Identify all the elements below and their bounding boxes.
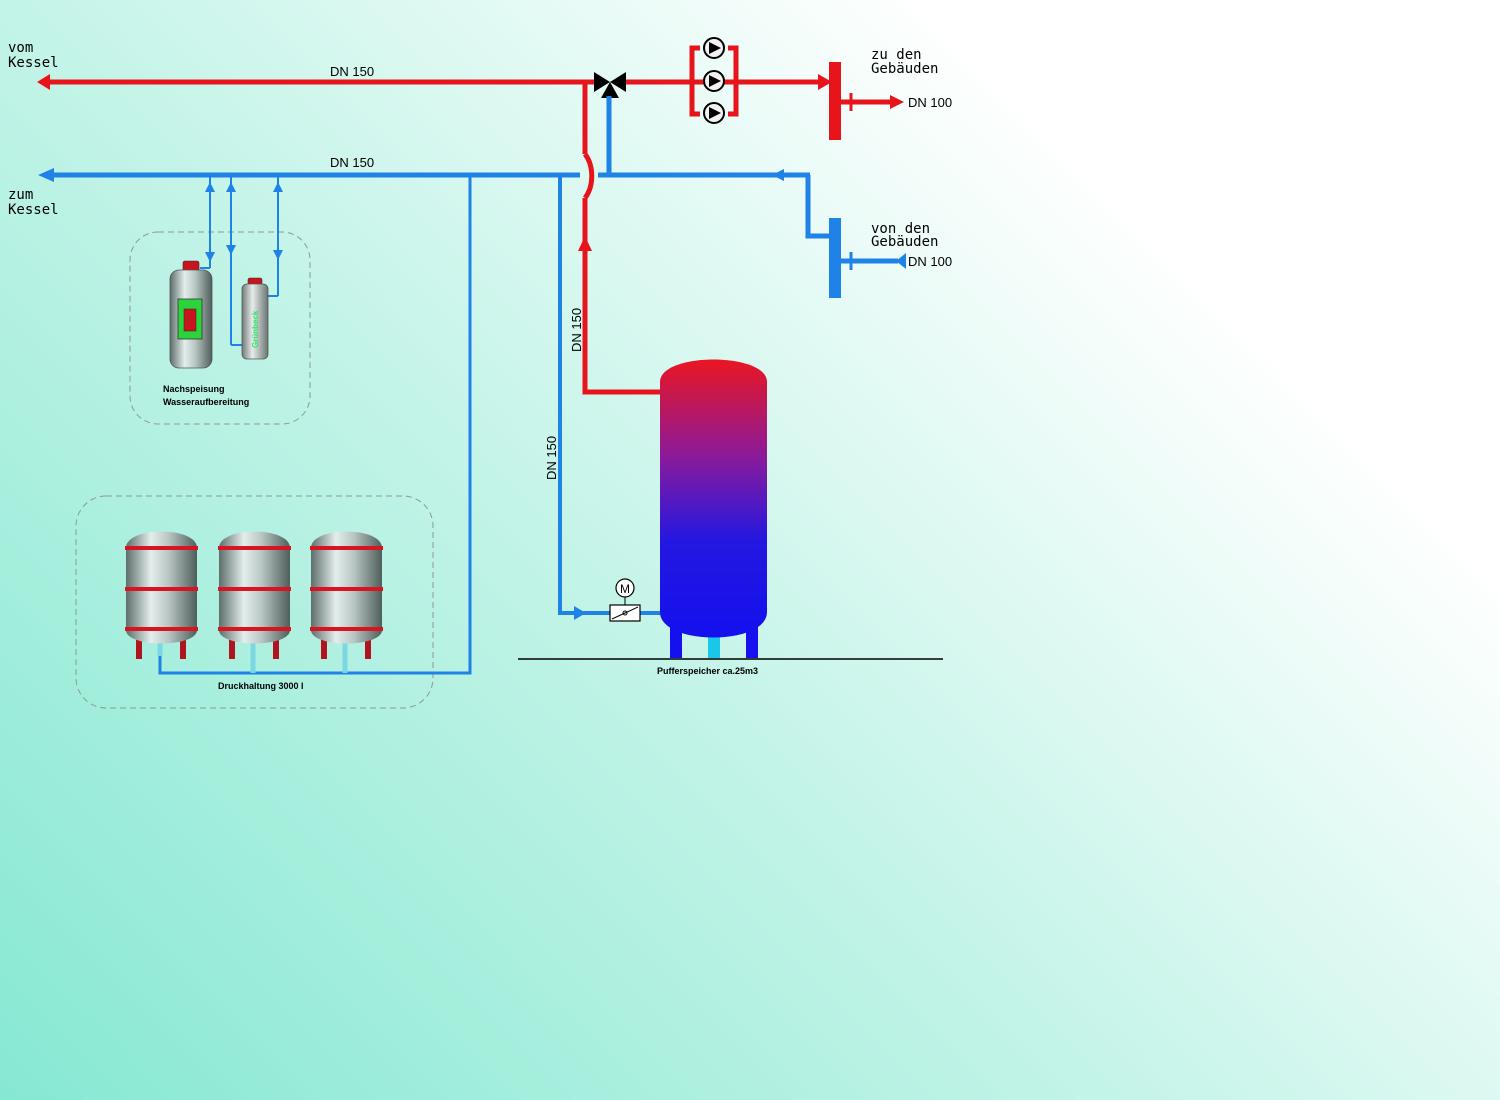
label-von-gebaeuden: Gebäuden xyxy=(871,234,938,250)
supply-distributor xyxy=(829,62,904,140)
pump-icon xyxy=(703,37,725,59)
pressure-group-box xyxy=(75,495,434,709)
supply-out-dn: DN 100 xyxy=(908,95,952,110)
pump-icon xyxy=(703,70,725,92)
softener-unit: Grünbeck xyxy=(241,277,269,360)
label-vom-kessel: Kessel xyxy=(8,55,59,71)
refill-caption-1: Nachspeisung xyxy=(163,384,225,394)
buffer-caption: Pufferspeicher ca.25m3 xyxy=(657,666,758,676)
motor-valve-icon: M xyxy=(609,578,641,622)
pressure-line-pipe xyxy=(158,175,472,675)
pressure-collector-stubs xyxy=(157,640,348,673)
pressure-caption: Druckhaltung 3000 l xyxy=(218,681,304,691)
riser-blue-dn: DN 150 xyxy=(544,436,559,480)
return-main-pipe xyxy=(38,96,832,239)
supply-main-dn: DN 150 xyxy=(330,64,374,79)
label-zum: zum xyxy=(8,187,33,203)
pump-icon xyxy=(703,102,725,124)
expansion-vessel xyxy=(125,531,198,659)
buffer-return-riser xyxy=(558,175,662,620)
motor-symbol: M xyxy=(620,582,630,596)
label-zu-gebaeuden: Gebäuden xyxy=(871,61,938,77)
riser-red-dn: DN 150 xyxy=(569,308,584,352)
label-zum-kessel: Kessel xyxy=(8,202,59,218)
three-way-valve-icon xyxy=(594,72,626,98)
return-distributor xyxy=(829,218,906,298)
refill-caption-2: Wasseraufbereitung xyxy=(163,397,249,407)
refill-group-box xyxy=(129,231,311,425)
buffer-tank xyxy=(660,359,767,658)
softener-brand: Grünbeck xyxy=(251,310,260,348)
supply-main-pipe xyxy=(37,74,832,90)
refill-branch-pipes xyxy=(200,175,283,346)
buffer-supply-riser xyxy=(578,82,662,395)
expansion-vessel xyxy=(310,531,383,659)
expansion-vessel xyxy=(218,531,291,659)
label-von-den: von den xyxy=(871,221,930,237)
label-zu-den: zu den xyxy=(871,47,922,63)
return-in-dn: DN 100 xyxy=(908,254,952,269)
return-main-dn: DN 150 xyxy=(330,155,374,170)
label-vom: vom xyxy=(8,40,33,56)
pump-group xyxy=(689,37,739,124)
refill-unit xyxy=(169,260,213,369)
